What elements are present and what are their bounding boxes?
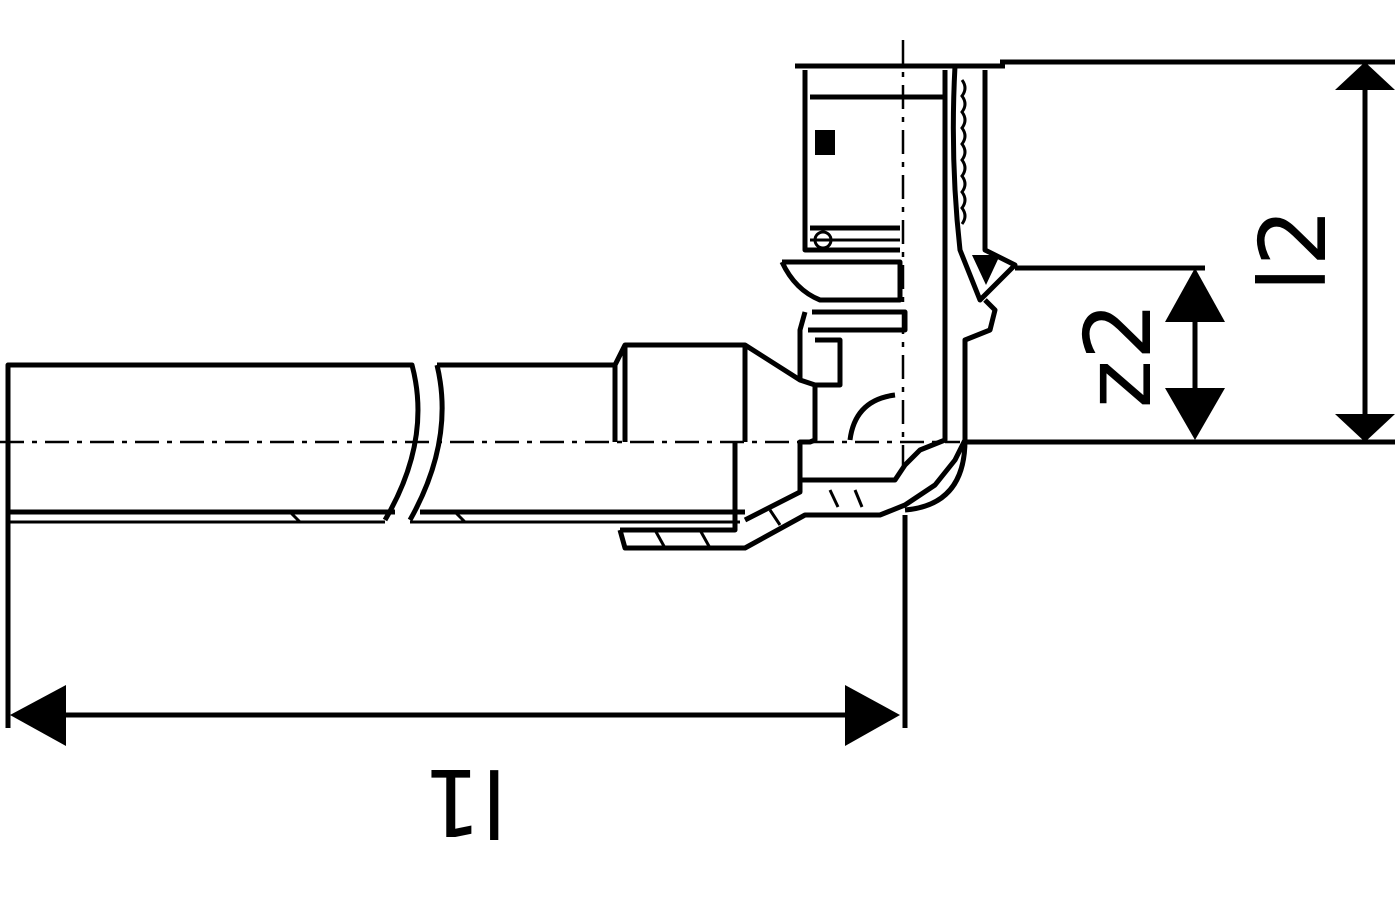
- l2-label: l2: [1240, 208, 1347, 292]
- seal-mark: [815, 130, 835, 155]
- l1-label: l1: [423, 748, 507, 855]
- z2-label: z2: [1065, 302, 1172, 409]
- dimension-z2: z2: [1015, 265, 1225, 440]
- elbow-fitting: [612, 70, 998, 551]
- top-socket: [779, 63, 1018, 333]
- dimension-l1: l1: [5, 515, 908, 855]
- pipe: [5, 362, 745, 524]
- dimension-l2: l2: [965, 59, 1395, 445]
